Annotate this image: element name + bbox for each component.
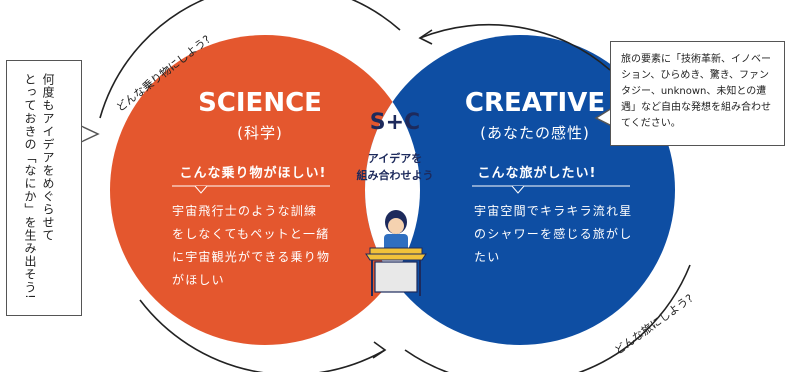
right-note-box: 旅の要素に「技術革新、イノベーション、ひらめき、驚き、ファンタジー、unknow… — [610, 41, 785, 146]
student-at-desk-icon — [365, 210, 427, 296]
bottom-left-arc — [139, 299, 386, 372]
left-note-pointer-icon — [80, 124, 100, 144]
center-title: S+C — [369, 110, 421, 135]
desc-line: に宇宙観光ができる乗り物 — [172, 250, 331, 264]
center-subtitle: アイデアを 組み合わせよう — [345, 150, 445, 184]
creative-title: CREATIVE — [464, 88, 606, 118]
science-title: SCIENCE — [198, 88, 322, 118]
left-note-box: 何度もアイデアをめぐらせて とっておきの「なにか」を生み出そう! — [6, 60, 82, 316]
desc-line: のシャワーを感じる旅がし — [474, 227, 633, 241]
desc-line: をしなくてもペットと一緒 — [172, 227, 330, 241]
top-arrow-icon — [418, 29, 433, 45]
top-left-arc — [99, 0, 401, 119]
science-circle — [110, 35, 420, 345]
desc-line: がほしい — [172, 273, 225, 287]
creative-want-label: こんな旅がしたい! — [477, 166, 597, 181]
desc-line: 宇宙飛行士のような訓練 — [172, 204, 318, 218]
creative-description: 宇宙空間でキラキラ流れ星 のシャワーを感じる旅がし たい — [474, 200, 649, 269]
science-subtitle: (科学) — [237, 124, 283, 142]
bottom-right-arc — [404, 264, 691, 372]
right-note-text: 旅の要素に「技術革新、イノベーション、ひらめき、驚き、ファンタジー、unknow… — [621, 54, 771, 129]
top-right-arc — [419, 23, 611, 71]
creative-subtitle: (あなたの感性) — [480, 124, 590, 142]
center-sub-line: アイデアを — [367, 152, 423, 165]
left-note-text: 何度もアイデアをめぐらせて とっておきの「なにか」を生み出そう! — [23, 73, 55, 300]
center-sub-line: 組み合わせよう — [356, 169, 434, 182]
desc-line: たい — [474, 250, 501, 264]
science-description: 宇宙飛行士のような訓練 をしなくてもペットと一緒 に宇宙観光ができる乗り物 がほ… — [172, 200, 352, 292]
science-want-label: こんな乗り物がほしい! — [179, 166, 327, 181]
bottom-left-arrow-icon — [372, 341, 387, 359]
desc-line: 宇宙空間でキラキラ流れ星 — [474, 204, 633, 218]
